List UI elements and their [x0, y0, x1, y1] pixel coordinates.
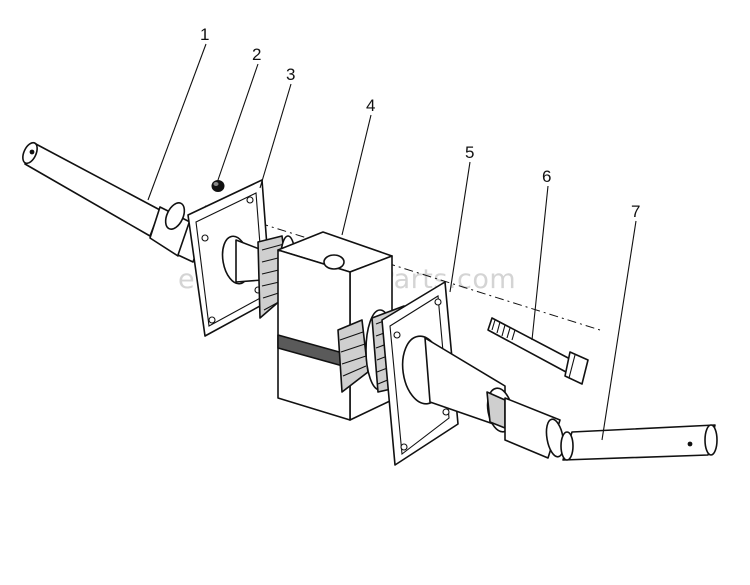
- leader-lines: [147, 43, 637, 441]
- callout-6: 6: [542, 167, 551, 186]
- part-shaft-right[interactable]: [560, 424, 718, 461]
- part-shaft-left[interactable]: [20, 140, 206, 263]
- callout-3: 3: [286, 65, 295, 84]
- callout-5: 5: [465, 143, 474, 162]
- callout-1: 1: [200, 25, 209, 44]
- assembly-centerline: [204, 205, 601, 331]
- callout-7: 7: [631, 202, 640, 221]
- part-bolt[interactable]: [487, 317, 589, 385]
- callout-4: 4: [366, 96, 375, 115]
- part-bearing-flange-right[interactable]: [381, 281, 566, 466]
- callout-2: 2: [252, 45, 261, 64]
- part-nut[interactable]: [211, 180, 225, 192]
- part-gearbox-housing[interactable]: [277, 231, 393, 421]
